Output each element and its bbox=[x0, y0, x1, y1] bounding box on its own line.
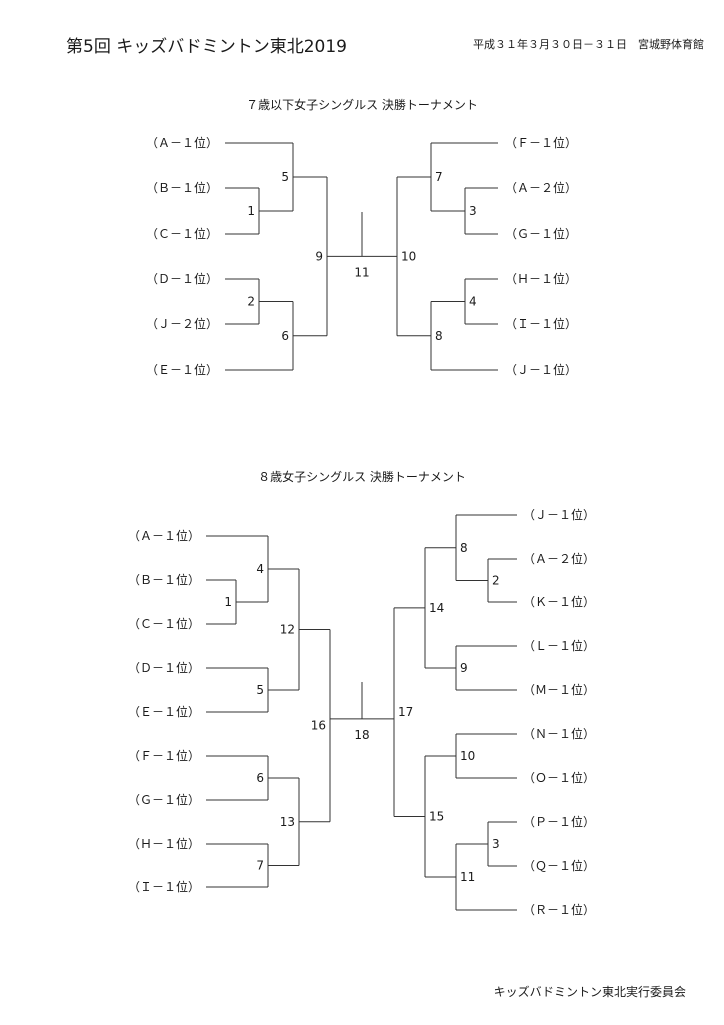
match-13-number: 13 bbox=[280, 815, 295, 829]
right-player-7: （Ｏ－１位） bbox=[523, 770, 595, 785]
match-1-number: 1 bbox=[247, 204, 255, 218]
right-player-8: （Ｐ－１位） bbox=[523, 814, 595, 829]
left-player-7: （Ｇ－１位） bbox=[128, 792, 200, 807]
bracket-1-title: ７歳以下女子シングルス 決勝トーナメント bbox=[246, 98, 478, 112]
left-player-2: （Ｂ－１位） bbox=[146, 180, 218, 195]
left-player-4: （Ｄ－１位） bbox=[128, 660, 200, 675]
match-17-number: 17 bbox=[398, 705, 413, 719]
match-10-number: 10 bbox=[460, 749, 475, 763]
left-player-6: （Ｅ－１位） bbox=[146, 362, 218, 377]
match-15-number: 15 bbox=[429, 810, 444, 824]
match-2-number: 2 bbox=[492, 574, 500, 588]
match-3-number: 3 bbox=[492, 837, 500, 851]
right-player-2: （Ａ－２位） bbox=[523, 551, 595, 566]
right-player-1: （Ｊ－１位） bbox=[523, 507, 595, 522]
left-player-4: （Ｄ－１位） bbox=[146, 271, 218, 286]
match-9-number: 9 bbox=[315, 249, 323, 263]
left-player-5: （Ｅ－１位） bbox=[128, 704, 200, 719]
right-player-3: （Ｇ－１位） bbox=[505, 226, 577, 241]
right-player-4: （Ｈ－１位） bbox=[505, 271, 577, 286]
match-3-number: 3 bbox=[469, 204, 477, 218]
right-player-6: （Ｊ－１位） bbox=[505, 362, 577, 377]
final-match-number: 18 bbox=[354, 728, 369, 742]
left-player-1: （Ａ－１位） bbox=[146, 135, 218, 150]
left-player-6: （Ｆ－１位） bbox=[128, 748, 200, 763]
match-5-number: 5 bbox=[256, 683, 264, 697]
match-1-number: 1 bbox=[224, 595, 232, 609]
organizer-footer: キッズバドミントン東北実行委員会 bbox=[493, 985, 686, 999]
date-venue: 平成３１年３月３０日－３１日 宮城野体育館 bbox=[473, 38, 704, 51]
right-player-4: （Ｌ－１位） bbox=[523, 638, 595, 653]
match-16-number: 16 bbox=[311, 719, 326, 733]
match-2-number: 2 bbox=[247, 295, 255, 309]
match-6-number: 6 bbox=[256, 771, 264, 785]
right-player-2: （Ａ－２位） bbox=[505, 180, 577, 195]
left-player-8: （Ｈ－１位） bbox=[128, 836, 200, 851]
right-player-5: （Ｍ－１位） bbox=[523, 682, 595, 697]
page-title: 第5回 キッズバドミントン東北2019 bbox=[66, 37, 347, 57]
match-14-number: 14 bbox=[429, 601, 444, 615]
match-7-number: 7 bbox=[435, 170, 443, 184]
left-player-5: （Ｊ－２位） bbox=[146, 316, 218, 331]
left-player-3: （Ｃ－１位） bbox=[128, 616, 200, 631]
right-player-10: （Ｒ－１位） bbox=[523, 902, 595, 917]
left-player-9: （Ｉ－１位） bbox=[128, 879, 200, 894]
left-player-3: （Ｃ－１位） bbox=[146, 226, 218, 241]
match-4-number: 4 bbox=[469, 295, 477, 309]
right-player-9: （Ｑ－１位） bbox=[523, 858, 595, 873]
final-match-number: 11 bbox=[354, 265, 369, 279]
match-5-number: 5 bbox=[281, 170, 289, 184]
match-10-number: 10 bbox=[401, 249, 416, 263]
match-11-number: 11 bbox=[460, 870, 475, 884]
right-player-6: （Ｎ－１位） bbox=[523, 726, 595, 741]
match-8-number: 8 bbox=[435, 329, 443, 343]
match-9-number: 9 bbox=[460, 661, 468, 675]
right-player-5: （Ｉ－１位） bbox=[505, 316, 577, 331]
right-player-3: （Ｋ－１位） bbox=[523, 594, 595, 609]
bracket-2-title: ８歳女子シングルス 決勝トーナメント bbox=[258, 470, 466, 484]
match-7-number: 7 bbox=[256, 859, 264, 873]
match-8-number: 8 bbox=[460, 541, 468, 555]
match-4-number: 4 bbox=[256, 562, 264, 576]
match-6-number: 6 bbox=[281, 329, 289, 343]
left-player-1: （Ａ－１位） bbox=[128, 528, 200, 543]
right-player-1: （Ｆ－１位） bbox=[505, 135, 577, 150]
match-12-number: 12 bbox=[280, 623, 295, 637]
left-player-2: （Ｂ－１位） bbox=[128, 572, 200, 587]
